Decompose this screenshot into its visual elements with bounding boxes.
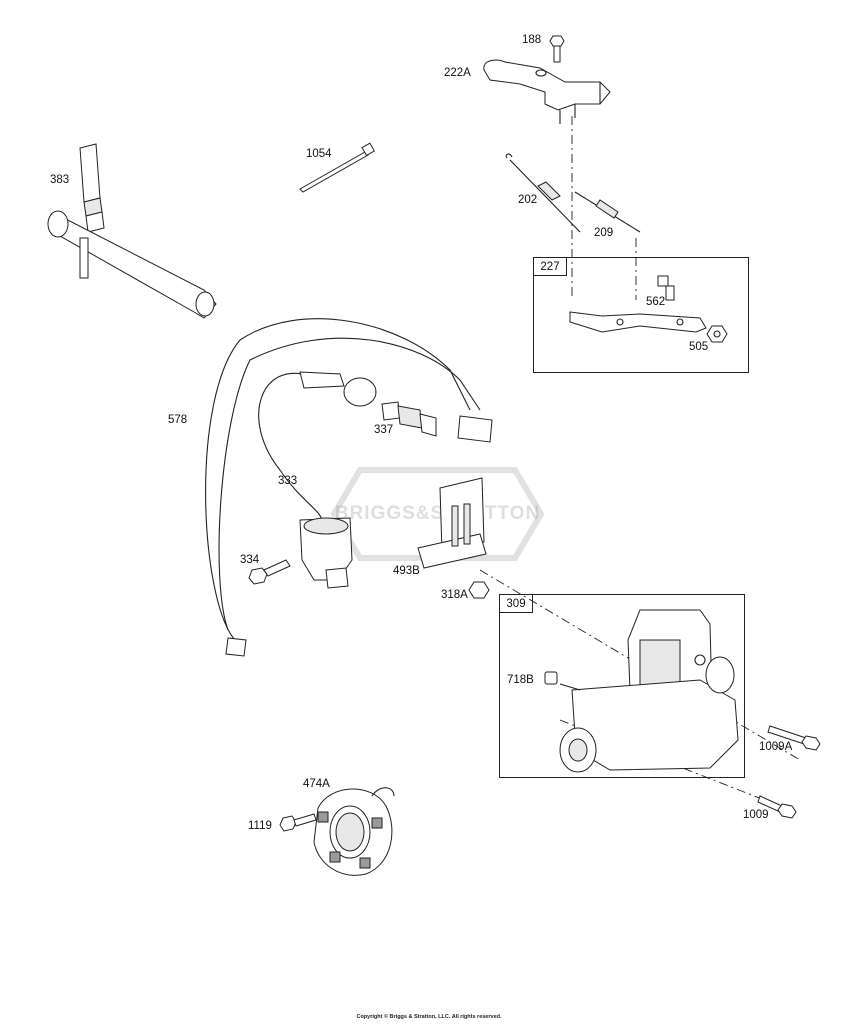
brand-watermark: BRIGGS&STRATTON xyxy=(330,466,545,562)
part-label-562: 562 xyxy=(646,296,666,308)
starter-motor-309 xyxy=(559,609,739,773)
part-label-222a: 222A xyxy=(444,67,471,79)
cable-tie-1054 xyxy=(299,142,376,193)
bolt-1119 xyxy=(279,813,317,832)
bolt-334 xyxy=(248,559,291,585)
stator-474a xyxy=(313,787,395,876)
copyright-notice: Copyright © Briggs & Stratton, LLC. All … xyxy=(356,1014,502,1020)
bushing-718b xyxy=(544,671,581,691)
callout-tag-227: 227 xyxy=(534,258,567,276)
bolt-1009a xyxy=(767,725,821,751)
part-label-209: 209 xyxy=(594,227,614,239)
part-label-334: 334 xyxy=(240,554,260,566)
part-label-333: 333 xyxy=(278,475,298,487)
bolt-318a xyxy=(468,581,490,599)
nut-505 xyxy=(706,325,728,343)
lever-227 xyxy=(569,311,707,333)
part-label-1054: 1054 xyxy=(306,148,332,160)
part-label-474a: 474A xyxy=(303,778,330,790)
part-label-383: 383 xyxy=(50,174,70,186)
bolt-188 xyxy=(549,35,565,63)
bolt-1009 xyxy=(757,795,797,819)
watermark-text: BRIGGS&STRATTON xyxy=(334,503,541,524)
part-label-318a: 318A xyxy=(441,589,468,601)
spring-209 xyxy=(574,191,641,233)
part-label-337: 337 xyxy=(374,424,394,436)
ignition-coil-333 xyxy=(258,371,377,589)
part-label-1119: 1119 xyxy=(248,820,272,832)
watermark-badge-icon xyxy=(330,467,545,561)
screw-562 xyxy=(657,275,675,301)
part-label-202: 202 xyxy=(518,194,538,206)
spark-plug-337 xyxy=(381,401,437,437)
part-label-493b: 493B xyxy=(393,565,420,577)
callout-tag-309: 309 xyxy=(500,595,533,613)
part-label-718b: 718B xyxy=(507,674,534,686)
link-202 xyxy=(505,153,581,233)
bracket-493b xyxy=(417,477,487,569)
callout-box-309: 309 xyxy=(499,594,745,778)
part-label-188: 188 xyxy=(522,34,542,46)
part-label-505: 505 xyxy=(689,341,709,353)
wire-harness-578 xyxy=(205,318,493,657)
callout-box-227: 227 xyxy=(533,257,749,373)
bracket-222a xyxy=(483,59,611,124)
part-label-578: 578 xyxy=(168,414,188,426)
part-label-1009a: 1009A xyxy=(759,741,793,753)
wrench-383 xyxy=(47,143,217,319)
part-label-1009: 1009 xyxy=(743,809,769,821)
